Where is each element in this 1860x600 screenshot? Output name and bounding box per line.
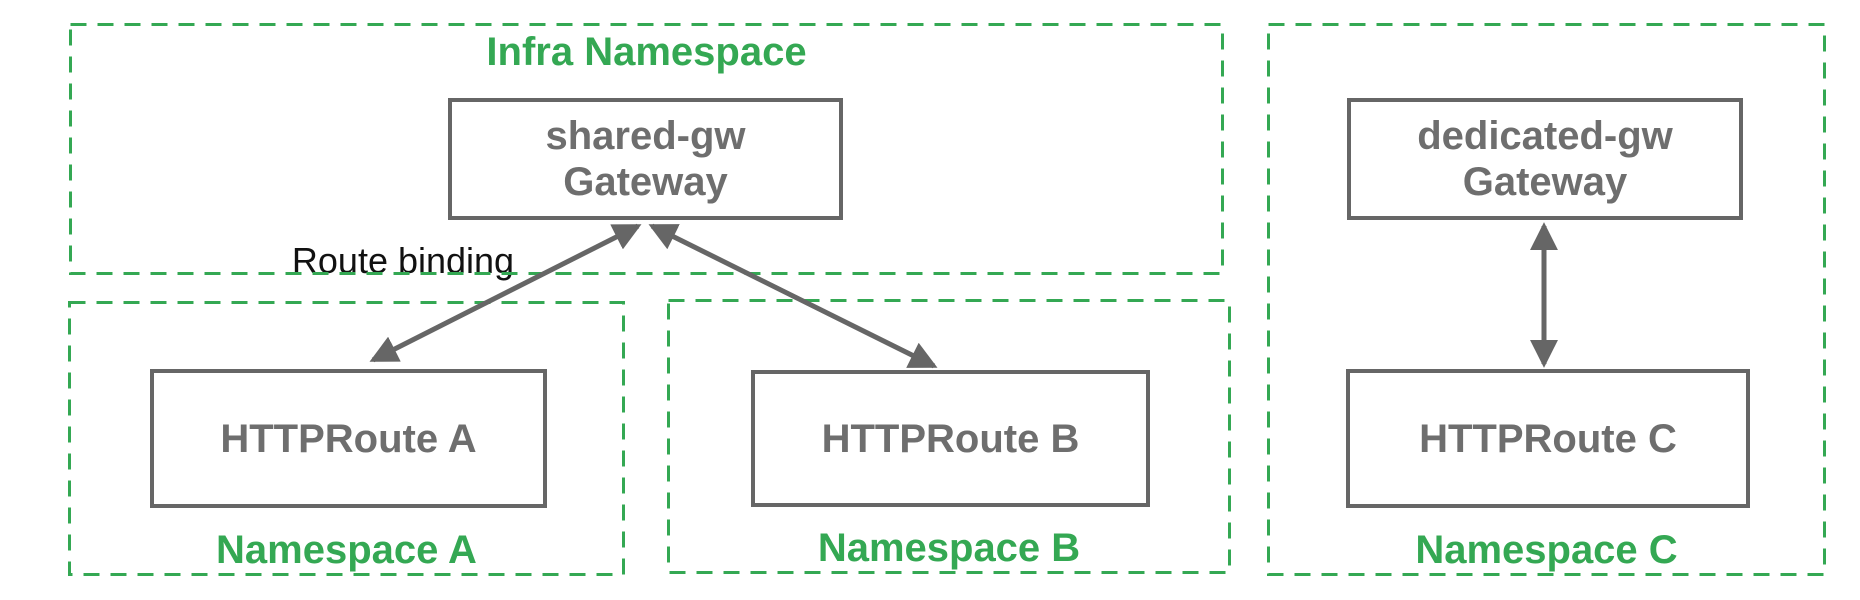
namespace-c-box: dedicated-gw Gateway HTTPRoute C Namespa… [1268,24,1825,575]
shared-gateway-kind: Gateway [563,160,728,204]
namespace-a-label: Namespace A [216,528,477,572]
httproute-c-label: HTTPRoute C [1419,416,1677,461]
httproute-a-label: HTTPRoute A [220,416,477,461]
shared-gateway-name: shared-gw [545,114,746,158]
httproute-b-node: HTTPRoute B [751,370,1150,507]
infra-namespace-box: Infra Namespace shared-gw Gateway [70,24,1223,274]
namespace-c-label: Namespace C [1415,528,1678,572]
dedicated-gateway-name: dedicated-gw [1417,114,1673,158]
httproute-b-label: HTTPRoute B [821,416,1080,461]
shared-gateway-node: shared-gw Gateway [448,98,843,220]
namespace-b-box: HTTPRoute B Namespace B [668,300,1230,573]
namespace-b-label: Namespace B [817,526,1081,570]
dedicated-gateway-kind: Gateway [1462,160,1628,204]
namespace-a-box: HTTPRoute A Namespace A [69,302,624,575]
dedicated-gateway-node: dedicated-gw Gateway [1347,98,1743,220]
infra-namespace-label: Infra Namespace [486,30,807,74]
httproute-c-node: HTTPRoute C [1346,369,1750,508]
route-binding-label: Route binding [291,240,515,281]
httproute-a-node: HTTPRoute A [150,369,547,508]
